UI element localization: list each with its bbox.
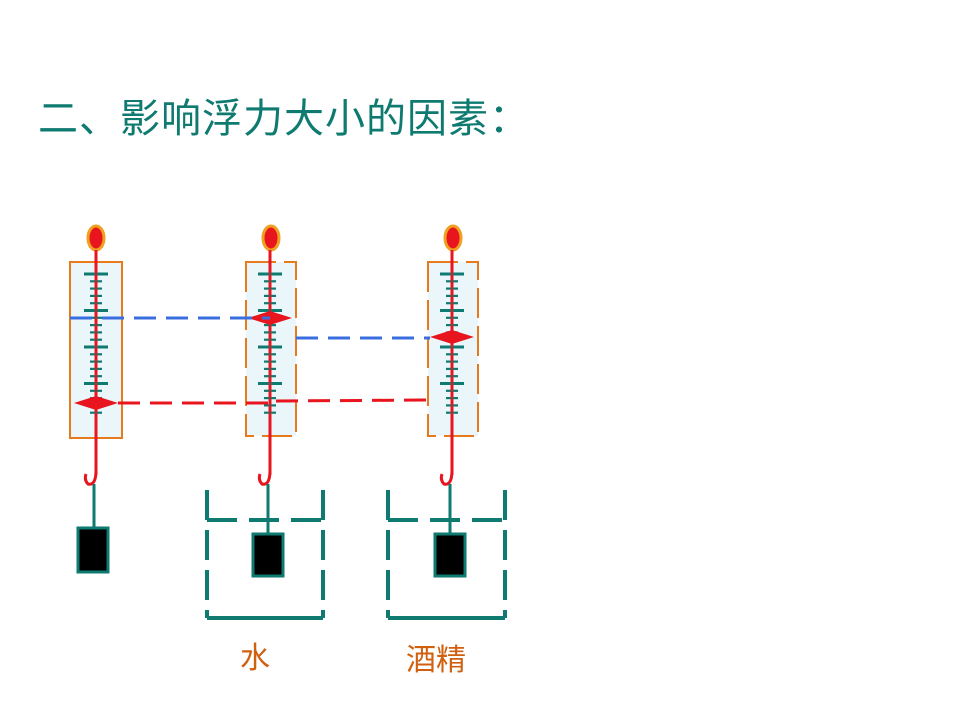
metal-block-icon <box>433 532 467 578</box>
label-water: 水 <box>240 641 270 676</box>
beaker-icon <box>205 490 325 620</box>
hook-icon <box>83 469 98 486</box>
spring-scale-water <box>205 224 325 620</box>
page-title: 二、影响浮力大小的因素： <box>38 96 530 142</box>
spring-scale-air <box>69 224 123 574</box>
metal-block-icon <box>251 532 285 578</box>
spring-scale-alcohol <box>386 224 507 620</box>
beaker-icon <box>386 490 507 620</box>
metal-block-icon <box>76 526 110 574</box>
blue-dash-lines <box>70 316 430 340</box>
hook-icon <box>439 469 454 486</box>
ring-icon <box>86 224 106 252</box>
ring-icon <box>443 224 463 252</box>
ring-icon <box>261 224 281 252</box>
hook-icon <box>257 469 272 486</box>
red-dash-lines <box>118 398 431 405</box>
pointer <box>430 330 474 344</box>
pointer <box>74 396 118 410</box>
label-alcohol: 酒精 <box>406 643 466 678</box>
